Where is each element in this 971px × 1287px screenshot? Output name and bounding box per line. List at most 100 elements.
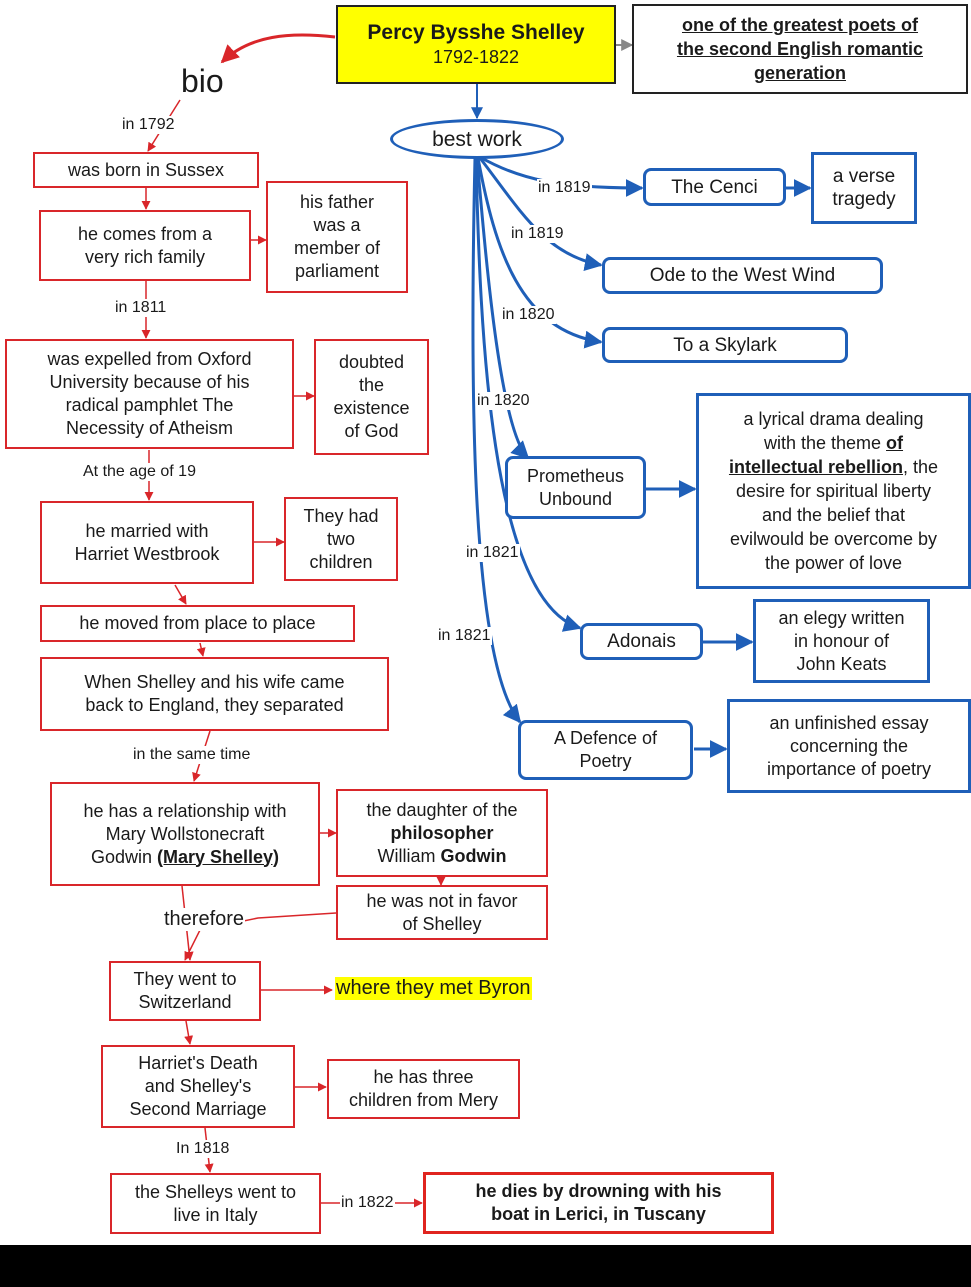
- text-line: he has three: [373, 1067, 474, 1087]
- text-line: he comes from a: [77, 223, 213, 244]
- text-line: William Godwin: [378, 845, 507, 868]
- node-born-text: was born in Sussex: [67, 159, 225, 180]
- text-line: A Defence of: [553, 728, 658, 748]
- text-line: Poetry: [579, 751, 632, 771]
- text-line: University because of his: [49, 372, 250, 392]
- text-line: the power of love: [764, 553, 903, 573]
- work-title: Adonais: [607, 631, 676, 652]
- text-line: two: [326, 528, 355, 549]
- best-work-label: best work: [432, 127, 522, 151]
- description-line: the second English romantic: [676, 39, 924, 59]
- text-line: concerning the: [789, 735, 909, 756]
- text-line: was a: [313, 215, 361, 235]
- work-to-a-skylark: To a Skylark: [602, 327, 848, 363]
- label-same-time: in the same time: [132, 746, 252, 764]
- node-moved: he moved from place to place: [40, 605, 355, 642]
- work-ode-west-wind: Ode to the West Wind: [602, 257, 883, 294]
- text-line: of God: [344, 421, 399, 441]
- text-fragment: , the: [903, 457, 939, 477]
- node-not-in-favor: he was not in favor of Shelley: [336, 885, 548, 940]
- description-line: one of the greatest poets of: [681, 15, 919, 35]
- text-line: existence: [333, 398, 410, 418]
- label-defence-year: in 1821: [437, 627, 492, 645]
- node-daughter: the daughter of the philosopher William …: [336, 789, 548, 877]
- text-line: Second Marriage: [129, 1099, 267, 1119]
- work-prometheus-unbound: Prometheus Unbound: [505, 456, 646, 519]
- bio-label: bio: [181, 63, 224, 99]
- node-born: was born in Sussex: [33, 152, 259, 188]
- node-doubted-god: doubted the existence of God: [314, 339, 429, 455]
- text-line: radical pamphlet The: [65, 395, 234, 415]
- description-box: one of the greatest poets of the second …: [632, 4, 968, 94]
- text-line: he has a relationship with: [83, 800, 287, 821]
- text-line: importance of poetry: [766, 758, 932, 779]
- text-line: the Shelleys went to: [134, 1181, 297, 1202]
- label-skylark-year: in 1820: [501, 306, 556, 324]
- text-fragment: Godwin: [90, 846, 157, 867]
- node-moved-text: he moved from place to place: [79, 613, 316, 633]
- text-line: and Shelley's: [144, 1076, 252, 1096]
- node-rich-family: he comes from a very rich family: [39, 210, 251, 281]
- text-line: Prometheus: [526, 465, 625, 486]
- text-line: he dies by drowning with his: [475, 1181, 722, 1201]
- desc-unfinished-essay: an unfinished essay concerning the impor…: [727, 699, 971, 793]
- work-title: Ode to the West Wind: [649, 265, 836, 286]
- text-line: desire for spiritual liberty: [735, 481, 932, 501]
- node-death: he dies by drowning with his boat in Ler…: [423, 1172, 774, 1234]
- text-line: Unbound: [538, 488, 613, 509]
- text-line: Godwin (Mary Shelley): [91, 846, 279, 869]
- work-the-cenci: The Cenci: [643, 168, 786, 206]
- mary-shelley-name: (Mary Shelley): [157, 846, 280, 867]
- text-fragment: of: [886, 433, 904, 453]
- text-line: doubted: [338, 352, 405, 372]
- title-name: Percy Bysshe Shelley: [367, 21, 585, 44]
- work-title: To a Skylark: [673, 334, 777, 356]
- label-in-1811: in 1811: [114, 299, 168, 317]
- work-defence-of-poetry: A Defence of Poetry: [518, 720, 693, 780]
- label-cenci-year: in 1819: [537, 179, 592, 197]
- text-line: Switzerland: [138, 992, 232, 1012]
- text-line: member of: [293, 238, 381, 258]
- text-line: was expelled from Oxford: [47, 349, 252, 369]
- text-line: a verse: [832, 166, 896, 187]
- text-line: he married with: [85, 520, 209, 541]
- text-line: They went to: [133, 969, 237, 989]
- node-separated: When Shelley and his wife came back to E…: [40, 657, 389, 731]
- text-line: John Keats: [796, 653, 887, 674]
- best-work-node: best work: [390, 119, 564, 159]
- text-line: evilwould be overcome by: [729, 529, 938, 549]
- node-relationship: he has a relationship with Mary Wollston…: [50, 782, 320, 886]
- text-line: When Shelley and his wife came: [84, 672, 345, 692]
- label-age-19: At the age of 19: [82, 463, 197, 481]
- text-fragment: Godwin: [440, 845, 507, 866]
- text-line: Necessity of Atheism: [65, 418, 234, 438]
- work-adonais: Adonais: [580, 623, 703, 660]
- text-line: children from Mery: [348, 1090, 499, 1110]
- text-line: Harriet Westbrook: [74, 543, 220, 564]
- node-married: he married with Harriet Westbrook: [40, 501, 254, 584]
- text-line: tragedy: [832, 189, 896, 210]
- text-line: intellectual rebellion, the: [729, 455, 938, 479]
- text-line: children: [309, 551, 373, 572]
- title-box: Percy Bysshe Shelley 1792-1822: [336, 5, 616, 84]
- node-father: his father was a member of parliament: [266, 181, 408, 293]
- node-three-children: he has three children from Mery: [327, 1059, 520, 1119]
- text-fragment: with the theme: [763, 433, 887, 453]
- label-in-1822: in 1822: [340, 1194, 395, 1212]
- text-line: the daughter of the: [366, 799, 518, 820]
- text-line: in honour of: [793, 630, 890, 651]
- text-line: They had: [303, 505, 379, 526]
- text-line: Harriet's Death: [138, 1053, 258, 1073]
- text-line: of Shelley: [402, 913, 482, 934]
- label-in-1818: In 1818: [175, 1140, 231, 1158]
- work-title: The Cenci: [671, 176, 758, 198]
- desc-verse-tragedy: a verse tragedy: [811, 152, 917, 224]
- label-ode-year: in 1819: [510, 225, 565, 243]
- node-italy: the Shelleys went to live in Italy: [110, 1173, 321, 1234]
- text-line: an unfinished essay: [769, 712, 929, 733]
- text-line: Mary Wollstonecraft: [105, 823, 265, 844]
- text-line: with the theme of: [764, 431, 903, 455]
- text-line: and the belief that: [761, 505, 906, 525]
- text-line: boat in Lerici, in Tuscany: [491, 1204, 706, 1224]
- text-fragment: William: [377, 845, 441, 866]
